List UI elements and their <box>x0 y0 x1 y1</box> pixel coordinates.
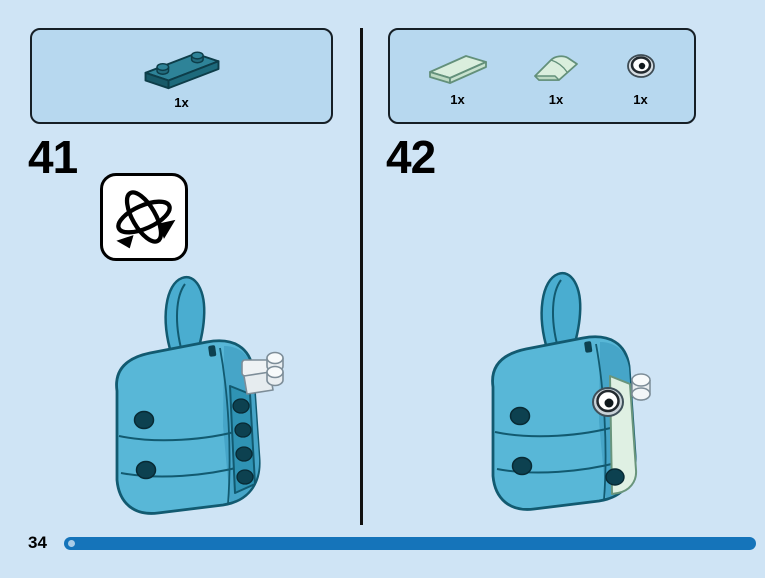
rotate-icon <box>100 173 188 261</box>
page-number: 34 <box>28 533 47 552</box>
part-qty: 1x <box>633 91 648 107</box>
progress-bar <box>64 537 756 550</box>
white-bracket-parts <box>241 351 284 395</box>
parts-callout-step-41: 1x <box>30 28 333 124</box>
step-number-42: 42 <box>386 131 436 183</box>
progress-bar-cap <box>68 540 75 547</box>
part-item: 1x <box>422 46 494 107</box>
part-item: 1x <box>619 46 663 107</box>
part-eye-round-tile-icon <box>626 53 655 78</box>
part-plate-dark-teal-icon <box>144 50 219 89</box>
model-illustration-step-41 <box>115 275 284 515</box>
part-tile-mint-icon <box>428 54 487 84</box>
column-divider <box>360 28 363 525</box>
model-illustration-step-42 <box>491 271 651 511</box>
rotation-arrows-icon <box>116 190 176 249</box>
part-item: 1x <box>134 43 230 110</box>
white-cylinder-parts <box>631 373 651 401</box>
part-qty: 1x <box>450 91 465 107</box>
parts-callout-step-42: 1x 1x 1x <box>388 28 696 124</box>
part-qty: 1x <box>174 94 189 110</box>
part-slope-curved-mint-icon <box>534 54 578 81</box>
eye-part <box>592 387 624 417</box>
part-qty: 1x <box>548 91 564 107</box>
step-number-41: 41 <box>28 131 78 183</box>
part-item: 1x <box>525 46 587 107</box>
